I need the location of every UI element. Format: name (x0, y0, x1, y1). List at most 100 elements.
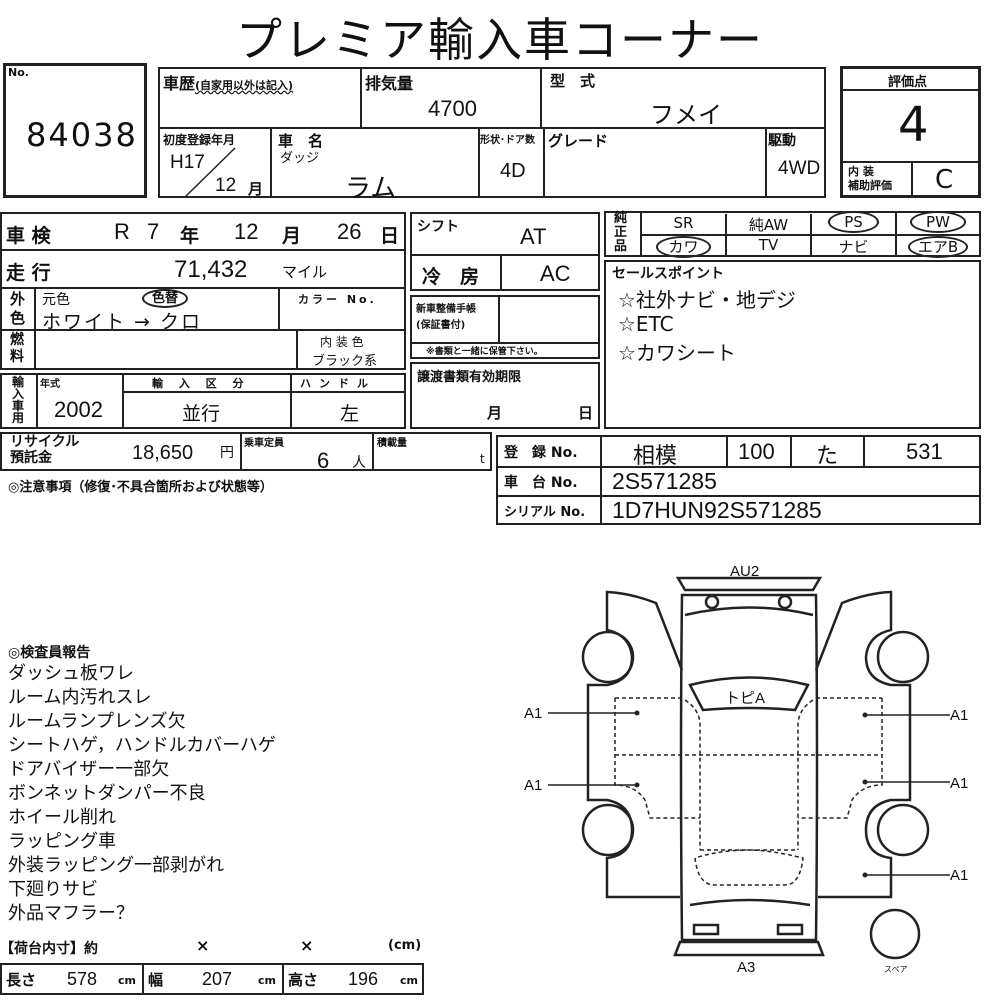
orig-color-label: 元色 (42, 292, 70, 308)
shaken-row: 車 検 R 7 年 12 月 26 日 (0, 212, 406, 251)
color-value: ホワイト → クロ (42, 311, 202, 333)
inspector-report: ◎検査員報告 ダッシュ板ワレ ルーム内汚れスレ ルームランプレンズ欠 シートハゲ… (8, 644, 276, 926)
import-type: 並行 (182, 403, 221, 425)
report-item: ホイール削れ (8, 807, 116, 828)
shaken-day: 26 (337, 219, 362, 244)
report-item: ルームランプレンズ欠 (8, 711, 186, 732)
handle-label: ハンドル (300, 377, 376, 390)
equipment-row-2: カワ TV ナビ エアB (642, 236, 979, 258)
registration-table: 登 録 No. 相模 100 た 531 車 台 No. 2S571285 シリ… (496, 435, 981, 525)
wheel-front-right (876, 630, 930, 684)
import-label: 輸入車用 (12, 375, 25, 425)
report-item: ドアバイザー一部欠 (8, 759, 170, 780)
caution-heading: ◎注意事項（修復･不具合箇所および状態等） (8, 480, 273, 495)
reg-kana: た (816, 444, 839, 469)
left-side (586, 590, 684, 899)
shaken-label: 車 検 (6, 225, 51, 247)
reg-number: 531 (906, 439, 943, 464)
capacity-value: 6 (317, 448, 330, 473)
recycle-row: リサイクル 預託金 18,650 円 乗車定員 6 人 積載量 t (0, 432, 492, 473)
sales-point-2: ☆ETC (618, 312, 674, 336)
mileage-row: 走 行 71,432 マイル (0, 249, 406, 289)
load-label: 積載量 (377, 438, 407, 449)
fuel-label: 燃 料 (10, 332, 24, 365)
report-item: 外品マフラー？ (8, 903, 134, 924)
sales-point-box: セールスポイント ☆社外ナビ・地デジ ☆ETC ☆カワシート (604, 260, 981, 429)
shaken-era: R (114, 219, 130, 244)
aircon-value: AC (540, 261, 571, 286)
transfer-day: 日 (578, 404, 594, 422)
recycle-label: リサイクル 預託金 (10, 434, 80, 466)
load-unit: t (480, 452, 485, 466)
month-unit: 月 (282, 225, 302, 247)
front-bumper (675, 576, 823, 592)
report-item: ルーム内汚れスレ (8, 687, 152, 708)
mileage-value: 71,432 (174, 256, 248, 283)
color-label: 外 色 (10, 290, 26, 327)
handle-value: 左 (340, 403, 360, 425)
shaken-year: 7 (147, 219, 160, 244)
shift-value: AT (520, 224, 547, 249)
maint-book-label: 新車整備手帳 (保証書付) (416, 304, 476, 331)
equip-tv: TV (727, 236, 812, 257)
mileage-unit: マイル (282, 263, 328, 281)
equip-ps: PS (812, 211, 897, 234)
car-name: ラム (345, 174, 397, 204)
equipment-label: 純 正 品 (614, 211, 628, 254)
times-sign: × (196, 936, 210, 955)
damage-mark: A1 (950, 867, 968, 884)
equip-sr: SR (642, 214, 727, 234)
equip-pw: PW (897, 211, 979, 234)
shaken-month: 12 (234, 219, 259, 244)
interior-score-value: C (935, 165, 954, 195)
spare-tire (869, 908, 921, 960)
rear-damage-code: A3 (737, 959, 755, 976)
chassis-label: 車 台 No. (504, 475, 578, 491)
front-damage-code: AU2 (730, 563, 759, 580)
equip-navi: ナビ (812, 236, 897, 257)
width-label: 幅 (148, 971, 164, 989)
model-value: フメイ (650, 102, 722, 129)
sales-point-1: ☆社外ナビ・地デジ (618, 288, 796, 312)
transfer-label: 譲渡書類有効期限 (417, 370, 522, 385)
page-title: プレミア輸入車コーナー (236, 13, 764, 67)
model-label: 型 式 (550, 72, 596, 90)
length-value: 578 (67, 969, 98, 989)
equipment-row-1: SR 純AW PS PW (642, 211, 979, 234)
report-item: ラッピング車 (8, 831, 116, 852)
right-side (814, 590, 912, 899)
damage-mark: A1 (524, 777, 542, 794)
interior-color-label: 内 装 色 (320, 335, 364, 349)
day-unit: 日 (380, 225, 400, 247)
lot-number-box: No. 84038 (3, 63, 147, 198)
width-unit: cm (258, 974, 276, 987)
color-row: 外 色 元色 色替 ホワイト → クロ カラー No. (0, 287, 406, 333)
first-reg-label: 初度登録年月 (163, 133, 236, 147)
damage-mark: A1 (950, 707, 968, 724)
score-label: 評価点 (888, 75, 928, 90)
windshield (688, 676, 810, 712)
car-body (679, 593, 819, 942)
drive-value: 4WD (778, 158, 821, 179)
color-changed-mark: 色替 (142, 289, 189, 308)
recycle-value: 18,650 (132, 442, 194, 464)
doors-value: 4D (500, 160, 526, 182)
first-reg-year: H17 (170, 152, 205, 173)
height-unit: cm (400, 974, 418, 987)
import-year-label: 年式 (40, 379, 60, 390)
month-unit: 月 (248, 180, 264, 198)
report-item: ダッシュ板ワレ (8, 663, 134, 684)
score-value: 4 (898, 97, 929, 153)
height-value: 196 (348, 969, 379, 989)
report-item: シートハゲ，ハンドルカバーハゲ (8, 735, 276, 756)
times-sign: × (300, 936, 314, 955)
equip-alloy-wheels: 純AW (727, 214, 812, 234)
doors-label: 形状･ドア数 (480, 135, 535, 146)
wheel-rear-left (581, 803, 635, 857)
displacement-value: 4700 (428, 96, 477, 121)
length-label: 長さ (6, 971, 37, 989)
width-value: 207 (202, 969, 233, 989)
car-maker: ダッジ (280, 151, 320, 166)
cargo-dimensions: 長さ 578 cm 幅 207 cm 高さ 196 cm (0, 963, 424, 995)
interior-score-label: 内 装 補助評価 (848, 165, 892, 192)
